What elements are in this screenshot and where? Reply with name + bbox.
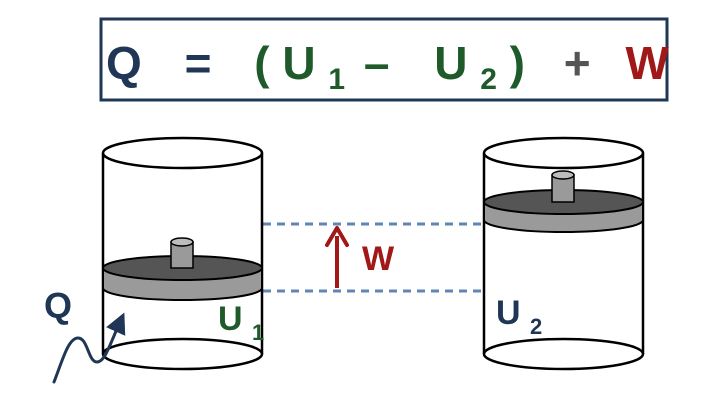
- cylinder-2-bottom: [482, 337, 645, 371]
- state-1-u-label: U: [218, 300, 243, 338]
- cylinder-1-top: [101, 136, 264, 170]
- equation-equals: =: [185, 37, 212, 89]
- cylinder-1-bottom: [101, 337, 264, 371]
- heat-label: Q: [44, 285, 72, 326]
- equation-sub2: 2: [480, 63, 497, 96]
- equation-w: W: [625, 37, 669, 89]
- cylinder-2-top: [482, 136, 645, 170]
- equation-open-paren: (: [254, 37, 270, 89]
- cylinder-state-2: [482, 136, 645, 371]
- piston-2: [483, 170, 644, 233]
- equation-box: Q = ( U 1 – U 2 ) + W: [99, 17, 669, 102]
- svg-text:U 1: U 1: [218, 300, 264, 345]
- state-2-u-subscript: 2: [530, 314, 542, 339]
- equation-minus: –: [364, 37, 390, 89]
- wavy-arrow-icon: [52, 312, 126, 384]
- equation-frame: [99, 17, 669, 102]
- equation-sub1: 1: [328, 63, 345, 96]
- svg-text:Q = ( U: Q = ( U 1 – U 2 ) + W: [106, 37, 669, 99]
- state-1-u-subscript: 1: [252, 320, 264, 345]
- equation-u1: U: [282, 37, 315, 89]
- state-2-u-label: U: [496, 294, 521, 332]
- piston-1: [102, 237, 263, 301]
- equation-u2: U: [434, 37, 467, 89]
- svg-text:U 2: U 2: [496, 294, 542, 339]
- arrow-up-icon: [325, 226, 349, 288]
- work-label: W: [362, 240, 395, 278]
- equation-q: Q: [106, 37, 142, 89]
- equation-close-paren: ): [510, 37, 525, 89]
- cylinder-state-1: [101, 136, 264, 371]
- equation-plus: +: [564, 37, 591, 89]
